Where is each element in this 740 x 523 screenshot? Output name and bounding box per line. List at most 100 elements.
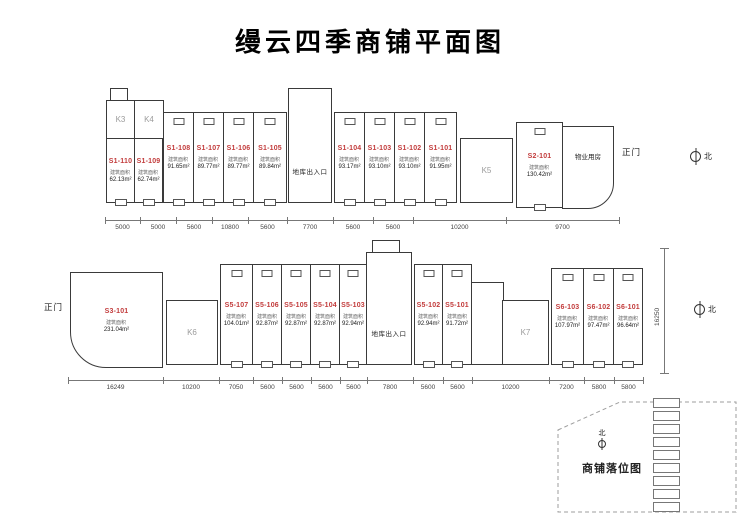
area-label: 建筑面积 — [257, 314, 277, 320]
door-mark — [172, 199, 185, 206]
dimension-label: 7700 — [302, 224, 318, 231]
dimension-label: 7050 — [228, 384, 244, 391]
inset-title: 商铺落位图 — [582, 463, 642, 475]
door-mark — [434, 199, 447, 206]
dimension-tick — [248, 217, 249, 224]
area-value: 96.64m² — [616, 323, 639, 329]
dimension-tick — [660, 248, 669, 249]
inset-north-icon — [598, 440, 606, 448]
area-value: 62.13m² — [109, 177, 132, 183]
dimension-label: 5000 — [115, 224, 130, 231]
area-value: 97.47m² — [587, 323, 610, 329]
north-icon — [690, 151, 701, 162]
area-value: 104.01m² — [223, 321, 250, 327]
door-mark — [202, 199, 215, 206]
k-unit: K4 — [134, 100, 164, 139]
dimension-tick — [176, 217, 177, 224]
shop-unit-id: S5-103 — [341, 302, 365, 309]
page-title: 缦云四季商铺平面图 — [234, 27, 505, 57]
inset-building-block — [653, 411, 680, 421]
area-value: 93.10m² — [398, 164, 421, 170]
area-value: 91.65m² — [167, 164, 190, 170]
door-mark — [261, 270, 273, 277]
area-value: 62.74m² — [137, 177, 160, 183]
inset-building-block — [653, 424, 680, 434]
door-mark — [231, 270, 242, 277]
k-unit-label: K6 — [187, 328, 197, 337]
k-unit: K5 — [460, 138, 513, 203]
dimension-tick — [373, 217, 374, 224]
door-mark — [533, 204, 546, 211]
shop-unit-id: S2-101 — [527, 152, 552, 160]
dimension-tick — [506, 217, 507, 224]
area-value: 89.84m² — [258, 164, 281, 170]
dimension-tick — [163, 377, 164, 384]
door-mark — [347, 361, 359, 368]
inset-north-indicator: 北 — [598, 428, 606, 448]
north-label: 北 — [704, 152, 712, 161]
area-value: 91.72m² — [445, 321, 468, 327]
property-room: 物业用房 — [562, 126, 614, 209]
door-mark — [344, 118, 355, 125]
area-label: 建筑面积 — [618, 316, 638, 322]
dimension-tick — [219, 377, 220, 384]
shop-unit-id: S1-102 — [397, 145, 422, 152]
dimension-tick — [643, 377, 644, 384]
k-unit-label: K7 — [520, 328, 531, 337]
area-value: 231.04m² — [103, 326, 130, 333]
door-mark — [451, 361, 463, 368]
dimension-label: 5600 — [186, 224, 202, 231]
dimension-tick — [443, 377, 444, 384]
dimension-line — [68, 380, 643, 381]
dimension-tick — [287, 217, 288, 224]
area-label: 建筑面积 — [198, 157, 219, 163]
dimension-tick — [253, 377, 254, 384]
dimension-label: 5600 — [385, 224, 401, 231]
door-mark — [435, 118, 446, 125]
shop-unit-id: S1-103 — [367, 145, 392, 152]
inset-building-block — [653, 398, 680, 408]
k-unit-label: K3 — [115, 115, 126, 124]
door-mark — [593, 274, 604, 281]
door-mark — [290, 270, 302, 277]
k-unit: K6 — [166, 300, 218, 365]
area-label: 建筑面积 — [339, 157, 360, 163]
shop-unit-id: S1-107 — [196, 145, 221, 152]
door-mark — [562, 274, 573, 281]
door-mark — [374, 118, 385, 125]
area-value: 91.95m² — [429, 164, 452, 170]
dimension-tick — [340, 377, 341, 384]
door-mark — [203, 118, 214, 125]
inset-building-block — [653, 463, 680, 473]
area-value: 107.97m² — [554, 323, 581, 329]
dimension-line — [105, 220, 619, 221]
area-label: 建筑面积 — [226, 314, 247, 320]
area-value: 92.87m² — [284, 321, 307, 327]
main-gate-right-label: 正门 — [622, 147, 642, 157]
dimension-tick — [549, 377, 550, 384]
k-unit: K7 — [502, 300, 549, 365]
door-mark — [230, 361, 243, 368]
area-label: 建筑面积 — [343, 314, 363, 320]
dimension-tick — [212, 217, 213, 224]
shop-unit-id: S1-108 — [166, 145, 191, 152]
area-label: 建筑面积 — [315, 314, 335, 320]
garage-entrance-top: 地库出入口 — [288, 88, 332, 203]
area-label: 建筑面积 — [529, 164, 550, 171]
dimension-tick — [614, 377, 615, 384]
north-indicator-top: 北 — [690, 151, 712, 162]
door-mark — [233, 118, 244, 125]
